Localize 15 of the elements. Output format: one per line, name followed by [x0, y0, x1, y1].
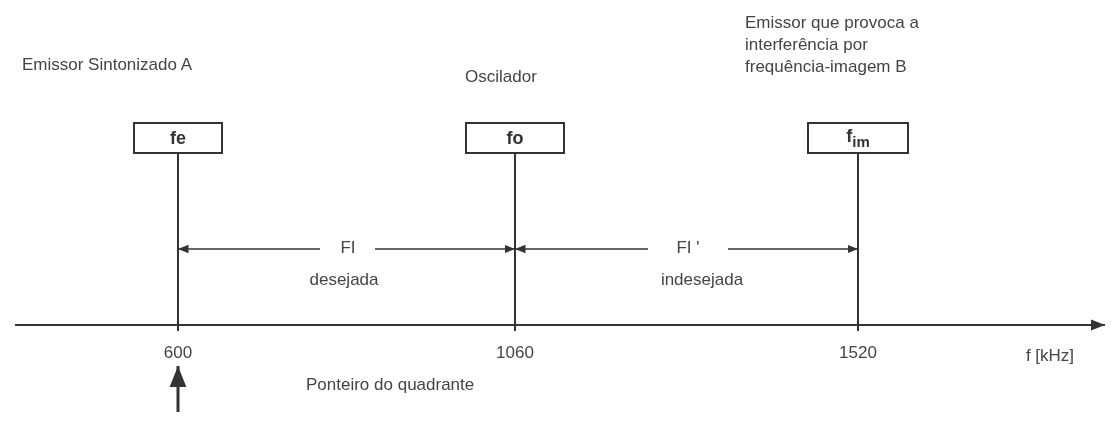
- frequency-box: fe: [133, 122, 223, 154]
- diagram-label: 1060: [496, 343, 534, 363]
- diagram-label: indesejada: [660, 270, 744, 290]
- node-caption: Emissor Sintonizado A: [22, 54, 194, 76]
- diagram-label: FI ': [676, 238, 700, 258]
- node-caption: Emissor que provoca a interferência por frequência-imagem B: [745, 12, 920, 78]
- diagram-label: FI: [340, 238, 356, 258]
- diagram-label: 1520: [839, 343, 877, 363]
- diagram-label: 600: [163, 343, 193, 363]
- frequency-box: fo: [465, 122, 565, 154]
- frequency-box: f$_{im}$: [807, 122, 909, 154]
- diagram-label: Ponteiro do quadrante: [306, 375, 475, 395]
- diagram-label: desejada: [309, 270, 379, 290]
- node-caption: Oscilador: [465, 66, 538, 88]
- diagram-label: f [kHz]: [1025, 346, 1075, 366]
